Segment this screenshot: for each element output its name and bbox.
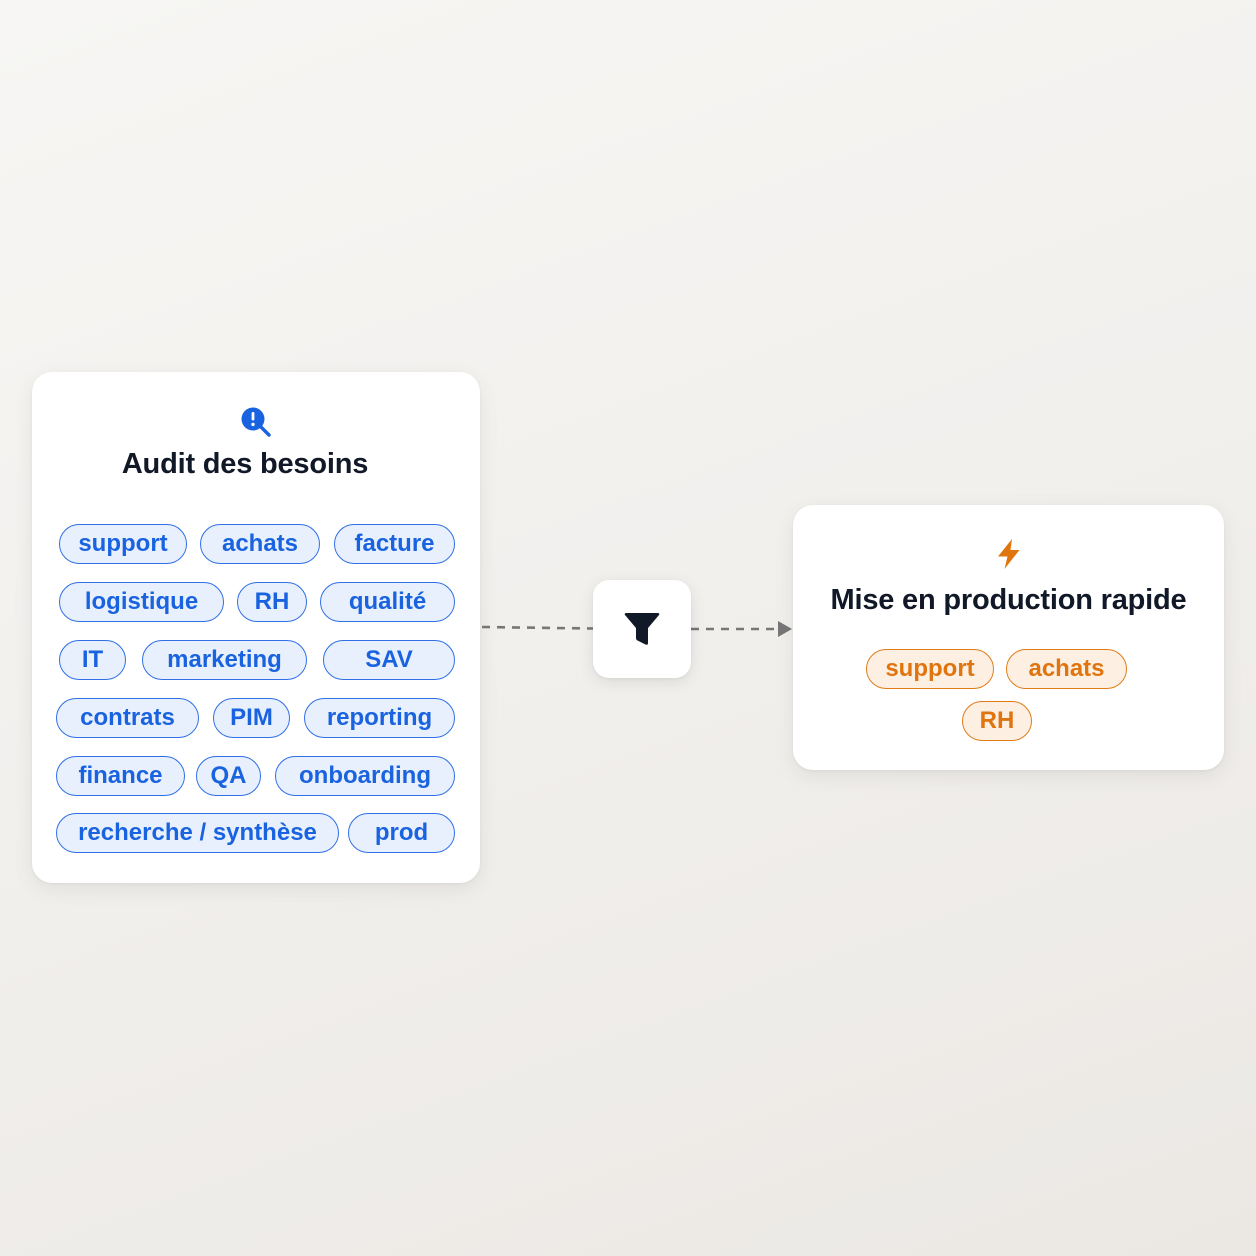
audit-tag-qa: QA [196,756,261,796]
audit-tag-pim: PIM [213,698,290,738]
audit-tag-sav: SAV [323,640,455,680]
production-tag-achats: achats [1006,649,1127,689]
audit-tag-marketing: marketing [142,640,307,680]
audit-card [32,372,480,883]
lightning-bolt-icon [998,539,1020,569]
funnel-icon [624,613,660,645]
audit-tag-logistique: logistique [59,582,224,622]
production-tag-rh: RH [962,701,1032,741]
audit-tag-contrats: contrats [56,698,199,738]
audit-title: Audit des besoins [121,448,369,480]
connector-arrow [481,621,792,637]
search-alert-icon [241,407,271,437]
audit-tag-facture: facture [334,524,455,564]
production-title: Mise en production rapide [830,584,1187,616]
audit-tag-reporting: reporting [304,698,455,738]
audit-tag-prod: prod [348,813,455,853]
audit-tag-qualite: qualité [320,582,455,622]
audit-tag-rh: RH [237,582,307,622]
production-tag-support: support [866,649,994,689]
audit-tag-achats: achats [200,524,320,564]
audit-tag-it: IT [59,640,126,680]
audit-tag-onboarding: onboarding [275,756,455,796]
audit-tag-recherche-synthese: recherche / synthèse [56,813,339,853]
filter-node [593,580,691,678]
audit-tag-finance: finance [56,756,185,796]
audit-tag-support: support [59,524,187,564]
